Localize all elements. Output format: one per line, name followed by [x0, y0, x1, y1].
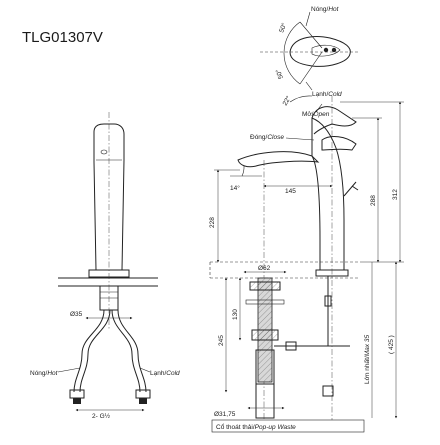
handle-dot-red: [323, 47, 329, 53]
linkage-clip: [285, 341, 297, 351]
hot-leader: [305, 11, 311, 27]
hot-hose: [73, 309, 105, 393]
handle-rotation-view: 50° 50° Nóng/Hot Lạnh/Cold: [260, 6, 360, 98]
popup-rod-tip: [351, 185, 359, 191]
front-view: 22° Mở/Open Đóng/Close 14° 145 228 288 3…: [209, 94, 404, 433]
handle-body-outline: [289, 36, 351, 67]
hot-connector: [69, 389, 85, 399]
lever-angle-arc: [289, 95, 313, 103]
spout-height-label: 228: [209, 217, 216, 228]
open-label: Mở/Open: [302, 110, 330, 118]
hot-limit-line: [299, 21, 323, 49]
cold-label-top: Lạnh/Cold: [312, 91, 342, 98]
cold-label-side: Lạnh/Cold: [150, 370, 180, 377]
cold-thread: [139, 398, 147, 404]
cold-limit-line: [299, 51, 323, 85]
lever-angle-label: 22°: [281, 94, 293, 107]
hot-label-top: Nóng/Hot: [311, 6, 340, 13]
waste-tailpiece-lower: [255, 383, 275, 419]
close-label: Đóng/Close: [250, 134, 284, 141]
cold-connector: [135, 389, 151, 399]
waste-dia-label: Ø31,75: [214, 411, 236, 418]
waste-depth-2-label: 245: [218, 335, 225, 346]
cold-leader: [305, 81, 313, 91]
shank-dia-label: Ø35: [70, 311, 83, 318]
cold-hose: [111, 309, 141, 393]
popup-label-box: [211, 419, 365, 433]
body-column: [311, 117, 345, 271]
waste-flange-hatch: [250, 282, 280, 290]
cold-label-leader: [139, 367, 151, 373]
max-depth-label: ( 425 ): [388, 335, 395, 354]
spout-angle-arc: [241, 165, 245, 177]
hot-label-side: Nóng/Hot: [30, 370, 59, 377]
side-body: [93, 123, 125, 271]
side-aerator: [100, 149, 108, 155]
handle-inner-outline: [311, 44, 341, 57]
lever-handle: [311, 106, 357, 135]
open-leader: [315, 103, 323, 113]
waste-washer: [245, 299, 285, 305]
popup-rod: [343, 181, 357, 197]
popup-label: Cổ thoát thải/Pop-up Waste: [216, 423, 296, 431]
waste-depth-1-label: 130: [232, 309, 239, 320]
rotation-arc: [283, 21, 301, 85]
model-title: TLG01307V: [22, 29, 103, 46]
faucet-shank-nut: [322, 385, 334, 397]
spout-outline: [237, 151, 320, 168]
reach-label: 145: [285, 188, 296, 195]
lever-height-label: 288: [370, 195, 377, 206]
base-dia-label: Ø62: [258, 265, 271, 272]
side-view: Ø35 Nóng/Hot Lạnh/Cold 2- G½: [30, 112, 180, 420]
cold-hose-2: [117, 309, 147, 393]
hot-thread: [73, 398, 81, 404]
hot-hose-2: [79, 309, 111, 393]
spout-angle-label: 14°: [230, 184, 240, 192]
lift-rod-clamp: [324, 295, 332, 307]
waste-nut-hatch: [252, 330, 278, 340]
handle-dot-blue: [331, 47, 337, 53]
angle-hot-label: 50°: [277, 21, 288, 33]
close-leader: [285, 137, 315, 141]
thread-label: 2- G½: [92, 412, 111, 420]
total-height-label: 312: [392, 189, 399, 200]
hot-label-leader: [57, 367, 81, 373]
max-thickness-label: Lớn nhất/Max 35: [362, 335, 371, 384]
angle-cold-label: 50°: [274, 68, 285, 80]
lever-handle-closed: [321, 136, 357, 151]
